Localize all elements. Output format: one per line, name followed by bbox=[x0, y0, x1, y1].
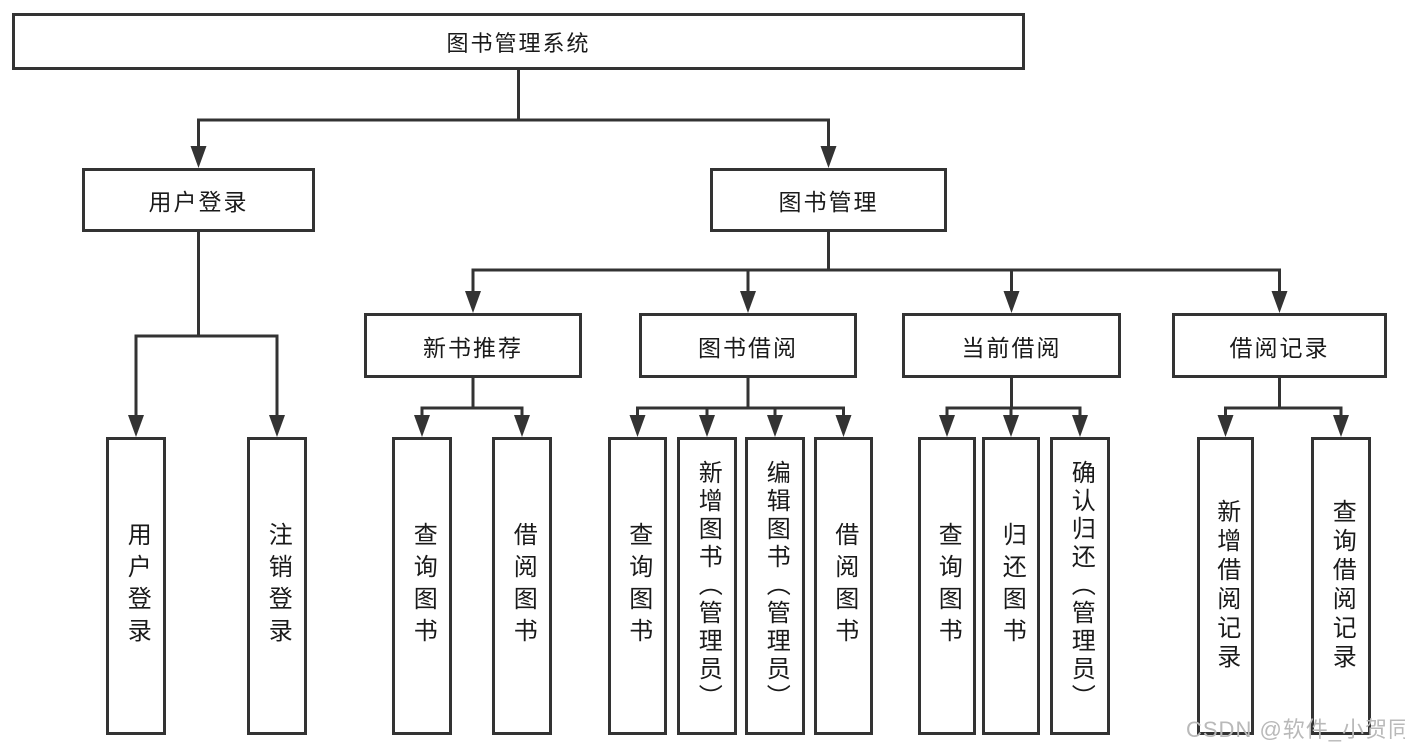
node-new-book-recommend: 新书推荐 bbox=[364, 313, 582, 378]
node-current-borrow-label: 当前借阅 bbox=[961, 334, 1062, 361]
node-user-login: 用户登录 bbox=[82, 168, 315, 232]
node-system-root-label: 图书管理系统 bbox=[446, 30, 591, 56]
leaf-return-books: 归还图书 bbox=[982, 437, 1040, 735]
leaf-add-borrow-record-label: 新增借阅记录 bbox=[1212, 499, 1240, 673]
leaf-borrow-borrow-books-label: 借阅图书 bbox=[830, 522, 858, 650]
leaf-add-borrow-record: 新增借阅记录 bbox=[1197, 437, 1254, 735]
leaf-query-borrow-record-label: 查询借阅记录 bbox=[1328, 499, 1356, 673]
leaf-confirm-return-admin-label: 确认归还（管理员） bbox=[1067, 460, 1095, 712]
watermark: CSDN @软件_小贺同学 bbox=[1186, 717, 1405, 742]
leaf-borrow-borrow-books: 借阅图书 bbox=[814, 437, 873, 735]
leaf-recommend-borrow-books-label: 借阅图书 bbox=[509, 522, 537, 650]
leaf-recommend-query-books-label: 查询图书 bbox=[409, 522, 437, 650]
node-borrow-records: 借阅记录 bbox=[1172, 313, 1387, 378]
leaf-return-books-label: 归还图书 bbox=[998, 522, 1026, 650]
leaf-add-books-admin-label: 新增图书（管理员） bbox=[694, 460, 722, 712]
leaf-recommend-borrow-books: 借阅图书 bbox=[492, 437, 552, 735]
node-book-management-label: 图书管理 bbox=[778, 189, 879, 215]
leaf-user-login: 用户登录 bbox=[106, 437, 166, 735]
node-current-borrow: 当前借阅 bbox=[902, 313, 1121, 378]
node-book-borrow-label: 图书借阅 bbox=[698, 334, 798, 361]
node-new-book-recommend-label: 新书推荐 bbox=[423, 334, 523, 361]
leaf-borrow-query-books-label: 查询图书 bbox=[624, 522, 652, 650]
leaf-edit-books-admin-label: 编辑图书（管理员） bbox=[762, 460, 790, 712]
leaf-logout: 注销登录 bbox=[247, 437, 307, 735]
node-book-borrow: 图书借阅 bbox=[639, 313, 857, 378]
leaf-recommend-query-books: 查询图书 bbox=[392, 437, 452, 735]
leaf-query-borrow-record: 查询借阅记录 bbox=[1311, 437, 1371, 735]
node-borrow-records-label: 借阅记录 bbox=[1229, 334, 1330, 361]
node-system-root: 图书管理系统 bbox=[12, 13, 1025, 70]
leaf-current-query-books-label: 查询图书 bbox=[934, 522, 962, 650]
leaf-borrow-query-books: 查询图书 bbox=[608, 437, 667, 735]
node-book-management: 图书管理 bbox=[710, 168, 947, 232]
leaf-user-login-label: 用户登录 bbox=[123, 522, 151, 650]
leaf-edit-books-admin: 编辑图书（管理员） bbox=[745, 437, 805, 735]
leaf-logout-label: 注销登录 bbox=[264, 522, 292, 650]
leaf-current-query-books: 查询图书 bbox=[918, 437, 976, 735]
leaf-add-books-admin: 新增图书（管理员） bbox=[677, 437, 737, 735]
node-user-login-label: 用户登录 bbox=[148, 189, 249, 215]
leaf-confirm-return-admin: 确认归还（管理员） bbox=[1050, 437, 1110, 735]
